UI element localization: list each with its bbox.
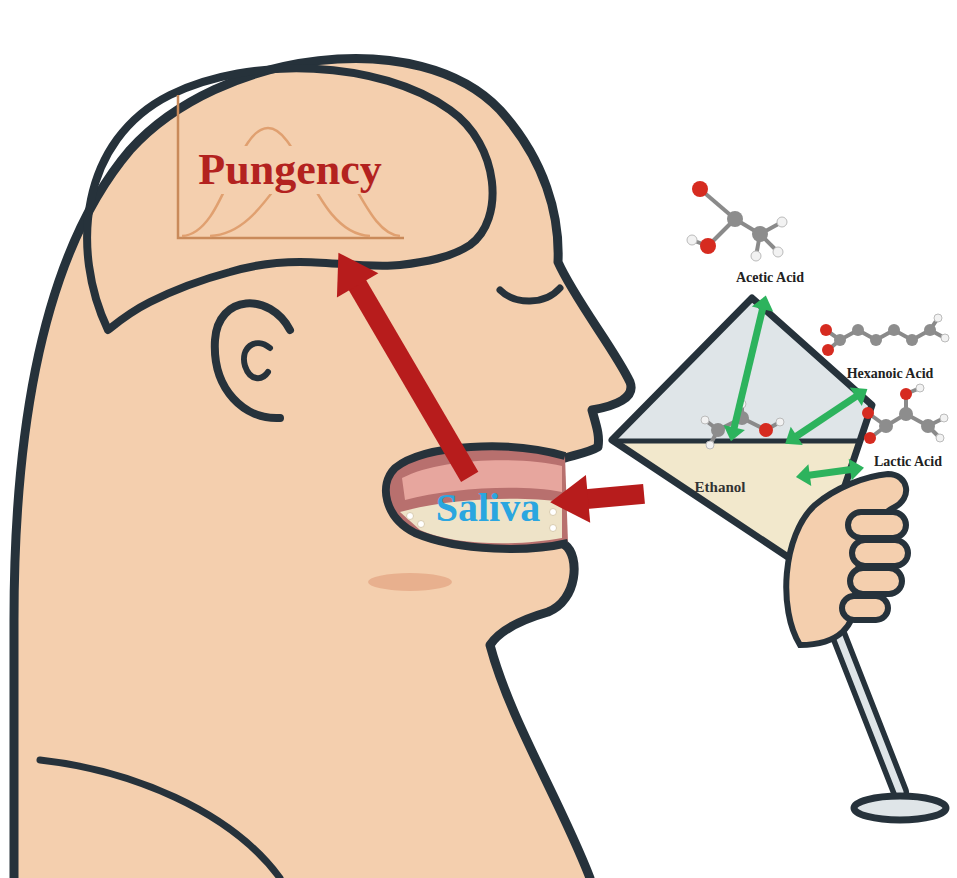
lactic-acid-molecule-part [864,432,876,444]
node-text: Lactic Acid [874,454,942,469]
hand-part [852,540,908,566]
hexanoic-acid-molecule-part [852,324,864,336]
arrow-head [752,296,773,312]
hexanoic-acid-molecule-part [888,324,900,336]
acetic-acid-molecule-part [700,238,716,254]
open-mouth-part [386,446,568,548]
acetic-acid-molecule-part [687,235,697,245]
acetic-acid-molecule-part [692,181,708,197]
hexanoic-acid-molecule-part [941,334,949,342]
molecule-label: Hexanoic Acid [843,362,938,385]
open-mouth-part [407,513,414,520]
glass-liquid: Ethanol [650,447,790,527]
hexanoic-acid-molecule [820,314,949,356]
node-text: Hexanoic Acid [847,366,934,381]
arrow-head [550,475,590,523]
hexanoic-acid-molecule-part [870,334,882,346]
head-figure [0,59,631,878]
arrow-head [724,425,745,441]
hand-part [842,596,888,620]
node-text: Pungency [195,146,384,194]
lactic-acid-molecule-part [940,414,948,422]
pungency-graph-part [178,95,404,238]
ethanol-molecule-part [705,404,780,445]
acetic-acid-molecule-part [773,247,783,257]
cocktail-glass [612,298,946,820]
open-mouth-part [550,525,557,532]
molecule-label: Lactic Acid [870,450,946,473]
hexanoic-acid-molecule-part [820,324,832,336]
brain-region: Pungency [168,93,413,248]
arrow-shaft [734,306,764,430]
lactic-acid-molecule-part [900,388,912,400]
head-figure-part [215,303,290,418]
open-mouth [386,446,568,548]
hand-part [848,512,906,538]
lactic-acid-molecule-part [862,407,874,419]
hexanoic-acid-molecule-part [906,334,918,346]
acetic-acid-molecule-part [727,211,743,227]
cocktail-glass-part [854,796,946,820]
lactic-acid-molecule-part [936,434,944,442]
flow-arrow [550,475,644,523]
hexanoic-acid-molecule-part [924,324,936,336]
mouth-region: Saliva [432,482,544,534]
hand-part [850,568,902,594]
ethanol-molecule-part [759,423,773,437]
cocktail-glass-part [614,439,861,444]
ethanol-molecule-part [711,423,725,437]
node-text: Ethanol [695,479,746,496]
acetic-acid-molecule-part [752,226,768,242]
flow-arrow [337,253,470,477]
head-figure-part [87,68,492,330]
hexanoic-acid-molecule-part [822,344,834,356]
arrow-shaft [580,494,644,500]
hand [786,474,908,645]
head-figure-part [368,573,452,591]
open-mouth-part [386,446,568,548]
arrow-head [796,464,811,486]
ethanol-molecule-part [706,441,714,449]
arrow-shaft [794,395,858,437]
ethanol-molecule-part [701,416,709,424]
ethanol-molecule-part [776,418,784,426]
hexanoic-acid-molecule-part [934,314,942,322]
head-figure-part [500,288,560,301]
arrow-head [785,427,803,445]
exchange-arrow [796,459,864,486]
head-figure-part [14,59,631,878]
lactic-acid-molecule-part [921,419,935,433]
node-text: Acetic Acid [736,270,804,285]
arrow-shaft [807,469,853,475]
pungency-graph [178,95,404,238]
acetic-acid-molecule-part [751,251,761,261]
open-mouth-part [418,521,425,528]
exchange-arrow [785,388,867,445]
arrow-head [849,459,864,481]
lactic-acid-molecule-part [868,388,944,438]
acetic-acid-molecule-part [777,217,787,227]
arrow-shaft [354,279,470,477]
molecule-label: Acetic Acid [732,266,808,289]
lactic-acid-molecule-part [899,407,913,421]
lactic-acid-molecule [862,384,948,444]
lactic-acid-molecule-part [879,419,893,433]
hexanoic-acid-molecule-part [834,334,846,346]
exchange-arrow [724,296,774,442]
arrow-head [850,388,868,406]
head-figure-part [40,760,280,878]
open-mouth-part [550,509,557,516]
node-text: Saliva [436,486,540,530]
head-figure-part [0,59,631,878]
head-figure-part [244,343,270,378]
acetic-acid-molecule-part [692,189,782,256]
lactic-acid-molecule-part [916,384,924,392]
acetic-acid-molecule [687,181,787,261]
arrow-head [337,253,378,298]
